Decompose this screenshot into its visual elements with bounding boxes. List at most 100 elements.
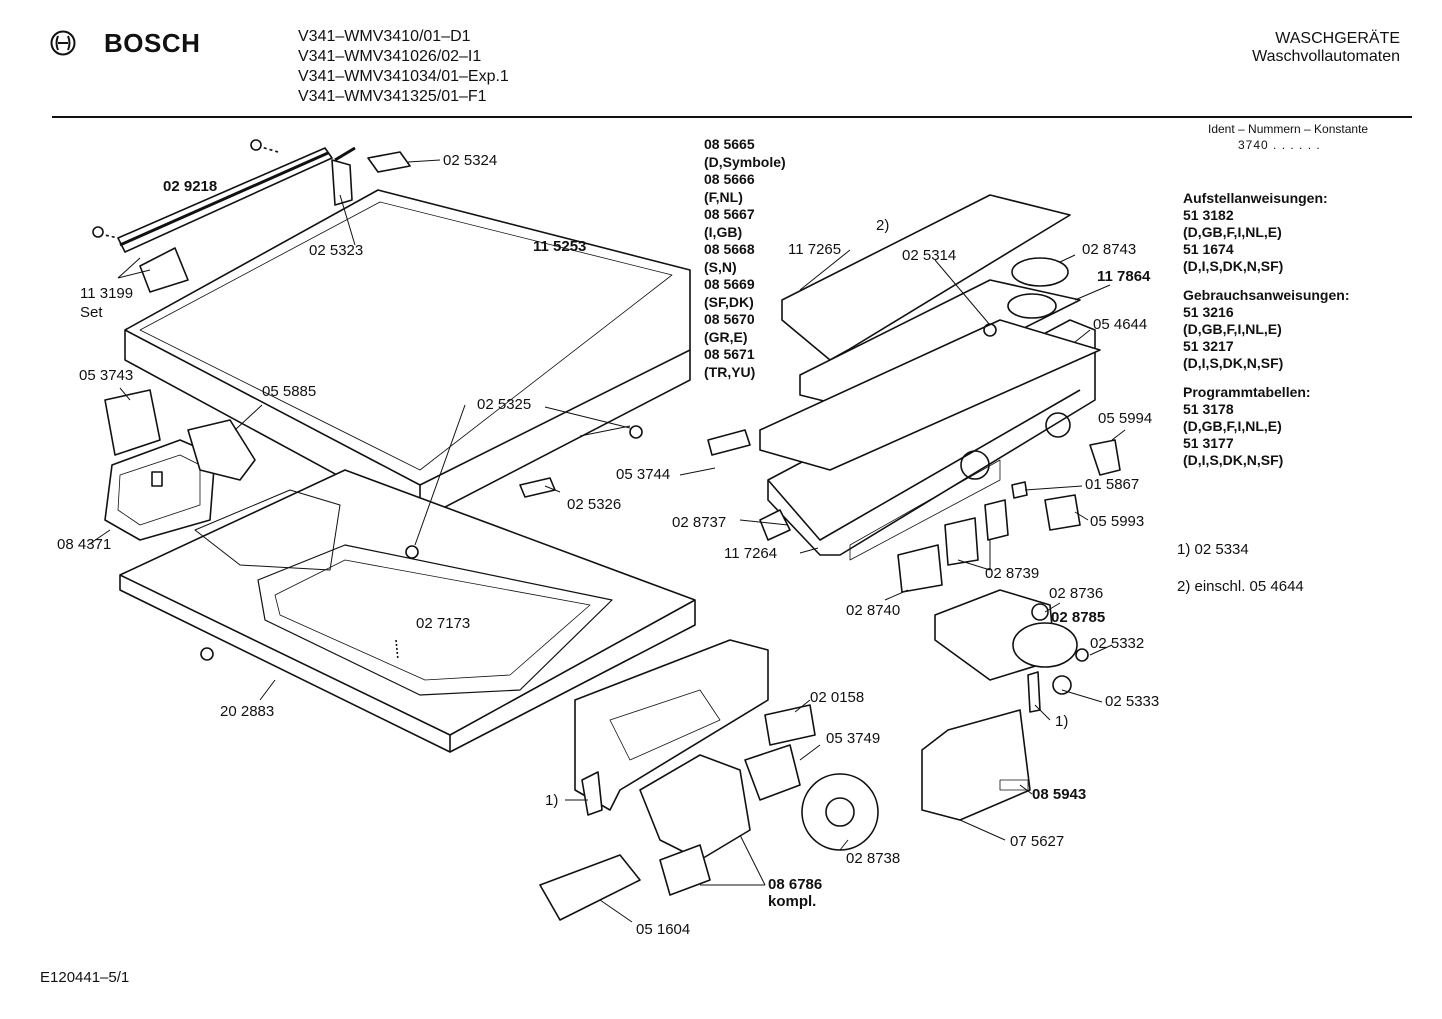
part-label: 11 5253 (533, 238, 587, 255)
model-list: V341–WMV3410/01–D1 V341–WMV341026/02–I1 … (298, 27, 509, 107)
doc-section-title: Programmtabellen: (1183, 384, 1311, 400)
panel-variant-line: (D,Symbole) (704, 153, 786, 170)
part-label: 1) (1055, 713, 1069, 730)
hinge-rod-drawing (92, 139, 411, 293)
switch-boxes-drawing (897, 499, 1009, 593)
model-line: V341–WMV341026/02–I1 (298, 48, 482, 65)
detergent-drawer-drawing (104, 389, 256, 541)
part-label: 05 5994 (1098, 410, 1153, 427)
part-label: 02 8785 (1051, 609, 1106, 626)
part-label: 05 4644 (1093, 316, 1148, 333)
footnote-2: 2) einschl. 05 4644 (1177, 578, 1304, 595)
part-label: 08 6786 (768, 876, 823, 893)
part-label: 02 8737 (672, 514, 727, 531)
ident-value: 3740 . . . . . . (1238, 138, 1321, 152)
part-label: 02 5332 (1090, 635, 1145, 652)
panel-variant-line: 08 5668 (704, 241, 755, 257)
part-label: 05 5993 (1090, 513, 1145, 530)
part-label: 02 8740 (846, 602, 901, 619)
doc-section: Aufstellanweisungen: 51 3182 (D,GB,F,I,N… (1183, 190, 1349, 275)
panel-variant-line: (F,NL) (704, 188, 743, 205)
part-label: 02 9218 (163, 178, 218, 195)
part-label: 05 3743 (79, 367, 134, 384)
part-label: 08 5943 (1032, 786, 1087, 803)
doc-line: 51 3177 (1183, 435, 1234, 451)
doc-line: 51 3182 (1183, 207, 1234, 223)
ident-label: Ident – Nummern – Konstante (1208, 122, 1369, 136)
doc-line: (D,GB,F,I,NL,E) (1183, 321, 1282, 337)
panel-variant-line: 08 5670 (704, 311, 755, 327)
part-label: 02 8739 (985, 565, 1040, 582)
part-label: 11 7864 (1097, 268, 1151, 285)
part-label: 1) (545, 792, 559, 809)
model-line: V341–WMV3410/01–D1 (298, 28, 471, 45)
drawing-code: E120441–5/1 (40, 969, 130, 986)
part-label: 05 1604 (636, 921, 691, 938)
control-bracket-drawing (574, 639, 769, 816)
brand-name: BOSCH (104, 28, 201, 58)
footnote-1: 1) 02 5334 (1177, 541, 1249, 558)
part-label: 11 7264 (724, 545, 778, 562)
base-frame-drawing (119, 425, 696, 753)
part-label: 02 5324 (443, 152, 498, 169)
part-label: 05 3744 (616, 466, 671, 483)
part-label: 02 5314 (902, 247, 957, 264)
part-label: 02 5325 (477, 396, 532, 413)
doc-line: (D,GB,F,I,NL,E) (1183, 224, 1282, 240)
category-block: WASCHGERÄTE Waschvollautomaten (1252, 30, 1400, 66)
panel-variant-list: 08 5665 (D,Symbole) 08 5666 (F,NL) 08 56… (704, 136, 786, 381)
part-label: 11 3199 (80, 285, 134, 302)
part-label: 05 3749 (826, 730, 881, 747)
panel-variant-line: (I,GB) (704, 223, 743, 240)
category-title: WASCHGERÄTE (1275, 30, 1400, 47)
top-lid-drawing (124, 189, 691, 521)
panel-variant-line: (GR,E) (704, 328, 748, 345)
part-label: 02 0158 (810, 689, 865, 706)
model-line: V341–WMV341325/01–F1 (298, 88, 487, 105)
doc-line: (D,I,S,DK,N,SF) (1183, 452, 1284, 468)
doc-section-title: Aufstellanweisungen: (1183, 190, 1328, 206)
part-label: 02 5333 (1105, 693, 1160, 710)
part-label: 02 5323 (309, 242, 364, 259)
leader-lines (87, 159, 1126, 923)
panel-variant-line: 08 5671 (704, 346, 755, 362)
part-label: 2) (876, 217, 890, 234)
doc-line: (D,I,S,DK,N,SF) (1183, 355, 1284, 371)
panel-variant-line: (SF,DK) (704, 293, 754, 310)
timer-drawing (921, 589, 1089, 821)
model-line: V341–WMV341034/01–Exp.1 (298, 68, 509, 85)
part-label: 01 5867 (1085, 476, 1140, 493)
doc-line: (D,I,S,DK,N,SF) (1183, 258, 1284, 274)
part-label: 02 8743 (1082, 241, 1137, 258)
part-label: 02 5326 (567, 496, 622, 513)
doc-line: (D,GB,F,I,NL,E) (1183, 418, 1282, 434)
part-label: kompl. (768, 893, 817, 910)
doc-section-title: Gebrauchsanweisungen: (1183, 287, 1350, 303)
part-label: 11 7265 (788, 241, 842, 258)
panel-variant-line: 08 5669 (704, 276, 755, 292)
part-label: 02 7173 (416, 615, 471, 632)
part-label: 07 5627 (1010, 833, 1065, 850)
part-label: 05 5885 (262, 383, 317, 400)
doc-line: 51 3216 (1183, 304, 1234, 320)
part-label: 08 4371 (57, 536, 112, 553)
panel-variant-line: 08 5666 (704, 171, 755, 187)
panel-variant-line: (TR,YU) (704, 363, 756, 380)
panel-variant-line: (S,N) (704, 258, 737, 275)
doc-section: Programmtabellen: 51 3178 (D,GB,F,I,NL,E… (1183, 384, 1349, 469)
doc-section: Gebrauchsanweisungen: 51 3216 (D,GB,F,I,… (1183, 287, 1349, 372)
doc-line: 51 3178 (1183, 401, 1234, 417)
panel-variant-line: 08 5665 (704, 136, 755, 152)
doc-line: 51 1674 (1183, 241, 1234, 257)
panel-trim-drawing (707, 194, 1121, 531)
category-subtitle: Waschvollautomaten (1252, 48, 1400, 65)
switch-assembly-drawing (539, 704, 879, 921)
doc-line: 51 3217 (1183, 338, 1234, 354)
part-label: 02 8736 (1049, 585, 1104, 602)
bosch-logo-icon (50, 30, 76, 61)
header-divider (52, 116, 1412, 118)
sidebar-docs: Aufstellanweisungen: 51 3182 (D,GB,F,I,N… (1183, 190, 1349, 469)
panel-variant-line: 08 5667 (704, 206, 755, 222)
part-label: Set (80, 304, 103, 321)
